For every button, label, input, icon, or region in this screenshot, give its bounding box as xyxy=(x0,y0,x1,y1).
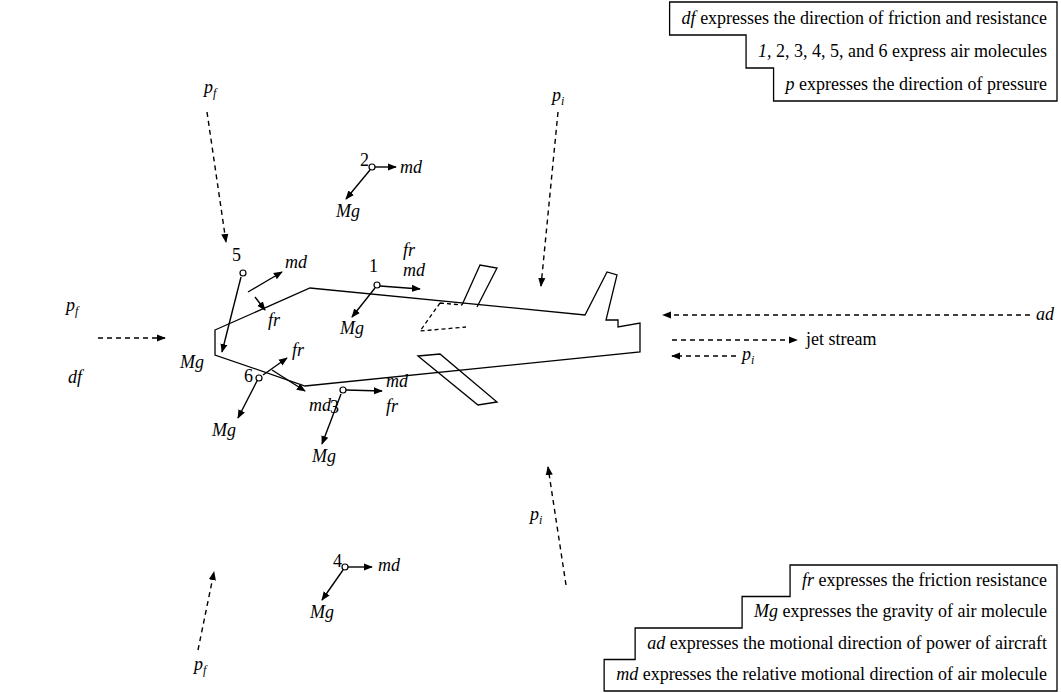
force-label: fr xyxy=(268,311,280,331)
force-label: Mg xyxy=(312,447,336,467)
pressure-label: pi xyxy=(742,345,754,367)
pressure-label: pi xyxy=(552,86,564,108)
callout-number: 1 xyxy=(369,257,378,277)
definition-text: p expresses the direction of pressure xyxy=(786,75,1047,95)
force-label: md xyxy=(403,261,425,281)
pressure-label: pf xyxy=(194,655,206,677)
force-label: md xyxy=(386,372,408,392)
definition-text: fr expresses the friction resistance xyxy=(802,571,1047,591)
callout-number: 3 xyxy=(330,398,339,418)
definition-text: ad expresses the motional direction of p… xyxy=(647,634,1047,654)
pressure-label: pf xyxy=(204,78,216,100)
force-label: md xyxy=(309,396,331,416)
force-label: Mg xyxy=(180,353,204,373)
aircraft-outline xyxy=(215,265,640,405)
definition-text: Mg expresses the gravity of air molecule xyxy=(754,602,1047,622)
force-label: md xyxy=(285,253,307,273)
legend-note-box: df expresses the direction of friction a… xyxy=(470,0,1061,104)
force-label: Mg xyxy=(212,421,236,441)
force-label: fr xyxy=(292,341,304,361)
force-label: ad xyxy=(1036,305,1054,325)
pressure-label: pi xyxy=(530,505,542,527)
callout-number: 6 xyxy=(244,367,253,387)
box-border xyxy=(670,2,1057,101)
force-arrows xyxy=(222,167,420,600)
definition-text: md expresses the relative motional direc… xyxy=(616,665,1047,685)
force-label: fr xyxy=(403,241,415,261)
definition-text: 1, 2, 3, 4, 5, and 6 express air molecul… xyxy=(758,42,1047,62)
pressure-label: pf xyxy=(66,296,78,318)
force-label: Mg xyxy=(336,202,360,222)
box-border xyxy=(604,565,1057,691)
legend-note-box: fr expresses the friction resistance Mg e… xyxy=(420,560,1061,693)
force-label: Mg xyxy=(340,319,364,339)
callout-number: 4 xyxy=(333,552,342,572)
definition-text: df expresses the direction of friction a… xyxy=(682,9,1047,29)
force-label: df xyxy=(68,368,82,388)
callout-number: 2 xyxy=(360,151,369,171)
force-label: Mg xyxy=(310,603,334,623)
force-label: jet stream xyxy=(806,330,876,350)
force-label: md xyxy=(400,158,422,178)
force-label: fr xyxy=(386,397,398,417)
force-label: md xyxy=(378,556,400,576)
air-molecules xyxy=(240,164,380,570)
callout-number: 5 xyxy=(232,246,241,266)
